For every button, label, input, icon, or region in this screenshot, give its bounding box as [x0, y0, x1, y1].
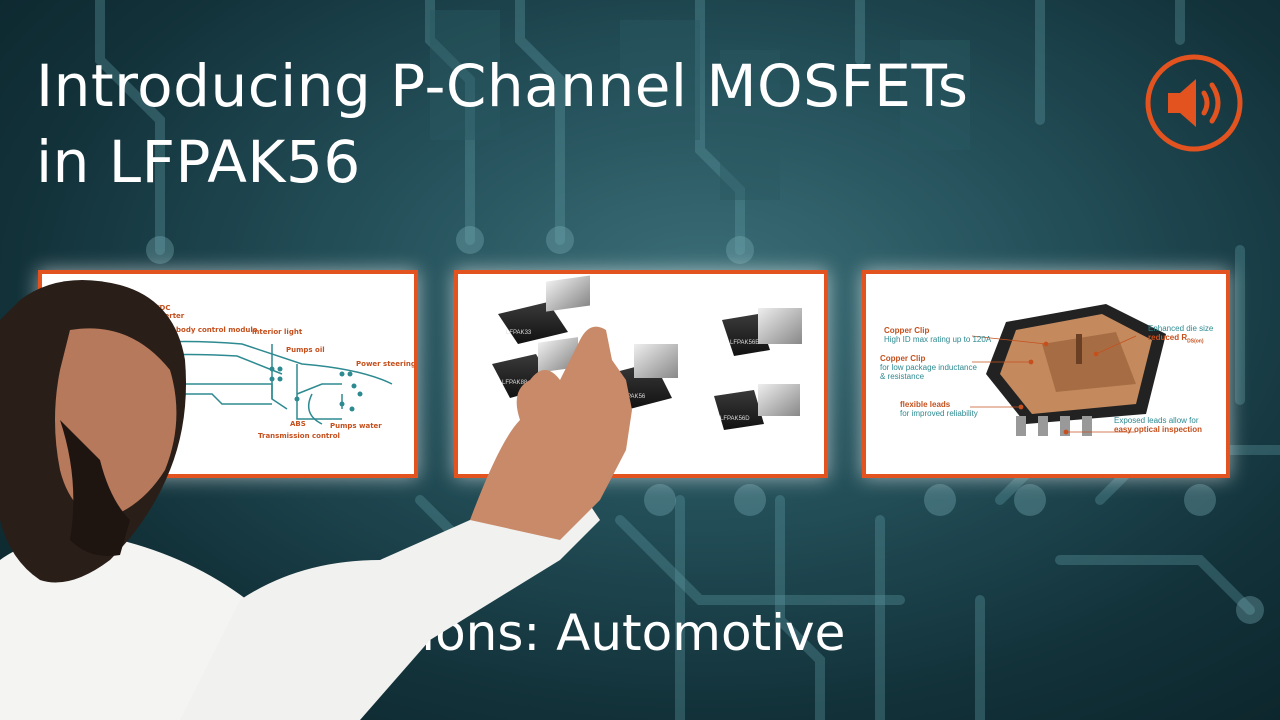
copper-clip-1-text: High ID max rating up to 120A [884, 335, 992, 344]
lfpak56-features-card[interactable]: Copper Clip High ID max rating up to 120… [862, 270, 1230, 478]
label-pumps-oil: Pumps oil [286, 346, 325, 354]
flexible-leads-text: for improved reliability [900, 409, 978, 418]
automotive-diagram-card[interactable]: DC/DC converter body control module inte… [38, 270, 418, 478]
label-abs: ABS [290, 420, 306, 428]
copper-clip-1-callout: Copper Clip High ID max rating up to 120… [884, 326, 991, 344]
copper-clip-2-callout: Copper Clip for low package inductance &… [880, 354, 977, 381]
location-pin-icon [148, 612, 188, 664]
copper-clip-2-text1: for low package inductance [880, 363, 977, 372]
car-circuit-diagram [42, 304, 393, 425]
enhanced-die-text: Enhanced die size [1148, 324, 1214, 333]
label-interior-light: interior light [252, 328, 303, 336]
lfpak56-package-illustration [970, 304, 1166, 436]
application-text: Applications: Automotive [218, 604, 846, 662]
svg-text:LFPAK56D: LFPAK56D [720, 416, 750, 422]
label-pumps-water: Pumps water [330, 422, 382, 430]
lfpak-chips-illustration: LFPAK33 LFPAK88 LFPAK56 LFPAK56E LFPAK56… [492, 275, 802, 430]
title-line-2: in LFPAK56 [36, 128, 361, 196]
svg-text:LFPAK56: LFPAK56 [620, 394, 646, 400]
enhanced-die-callout: Enhanced die size reduced RDS(on) [1148, 324, 1213, 345]
svg-text:LFPAK88: LFPAK88 [502, 380, 528, 386]
flexible-leads-title: flexible leads [900, 400, 951, 409]
label-transmission: Transmission control [258, 432, 340, 440]
svg-text:LFPAK33: LFPAK33 [506, 330, 532, 336]
exposed-leads-title: easy optical inspection [1114, 425, 1203, 434]
chip-2 [492, 337, 578, 398]
title-line-1: Introducing P-Channel MOSFETs [36, 52, 969, 120]
reduced-title: reduced R [1148, 333, 1188, 342]
chip-5 [714, 384, 800, 430]
svg-text:LFPAK56E: LFPAK56E [730, 340, 759, 346]
exposed-leads-text: Exposed leads allow for [1114, 416, 1199, 425]
label-converter: converter [146, 312, 185, 320]
label-dcdc: DC/DC [146, 304, 171, 312]
copper-clip-2-text2: & resistance [880, 372, 925, 381]
page-title: Introducing P-Channel MOSFETs in LFPAK56 [36, 48, 969, 200]
label-body-control: body control module [176, 326, 258, 334]
copper-clip-1-title: Copper Clip [884, 326, 930, 335]
copper-clip-2-title: Copper Clip [880, 354, 926, 363]
chip-3 [608, 344, 678, 410]
flexible-leads-callout: flexible leads for improved reliability [900, 400, 978, 418]
lfpak-packages-card[interactable]: LFPAK33 LFPAK88 LFPAK56 LFPAK56E LFPAK56… [454, 270, 828, 478]
speaker-volume-icon[interactable] [1144, 53, 1244, 153]
reduced-sub: DS(on) [1187, 338, 1204, 345]
chip-4 [722, 308, 802, 356]
label-power-steering: Power steering [356, 360, 416, 368]
exposed-leads-callout: Exposed leads allow for easy optical ins… [1114, 416, 1202, 434]
